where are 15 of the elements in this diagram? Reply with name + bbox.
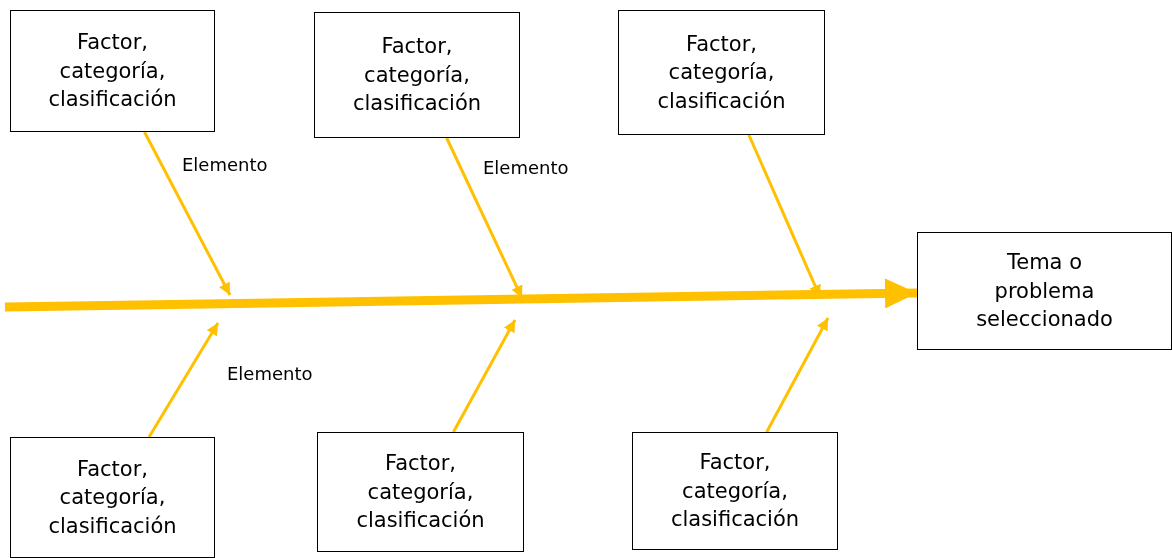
element-label: Elemento [227, 363, 313, 384]
text-box: Tema o problema seleccionado [917, 232, 1172, 350]
text-box: Factor, categoría, clasificación [618, 10, 825, 135]
text-box: Factor, categoría, clasificación [10, 437, 215, 558]
text-box: Factor, categoría, clasificación [314, 12, 520, 138]
text-box: Factor, categoría, clasificación [10, 10, 215, 132]
element-label: Elemento [483, 157, 569, 178]
text-box: Factor, categoría, clasificación [317, 432, 524, 552]
arrow [765, 317, 830, 433]
arrow [143, 131, 232, 296]
arrow [147, 322, 220, 438]
arrow [452, 319, 517, 433]
spine-arrow [4, 278, 918, 312]
element-label: Elemento [182, 154, 268, 175]
text-box: Factor, categoría, clasificación [632, 432, 838, 550]
